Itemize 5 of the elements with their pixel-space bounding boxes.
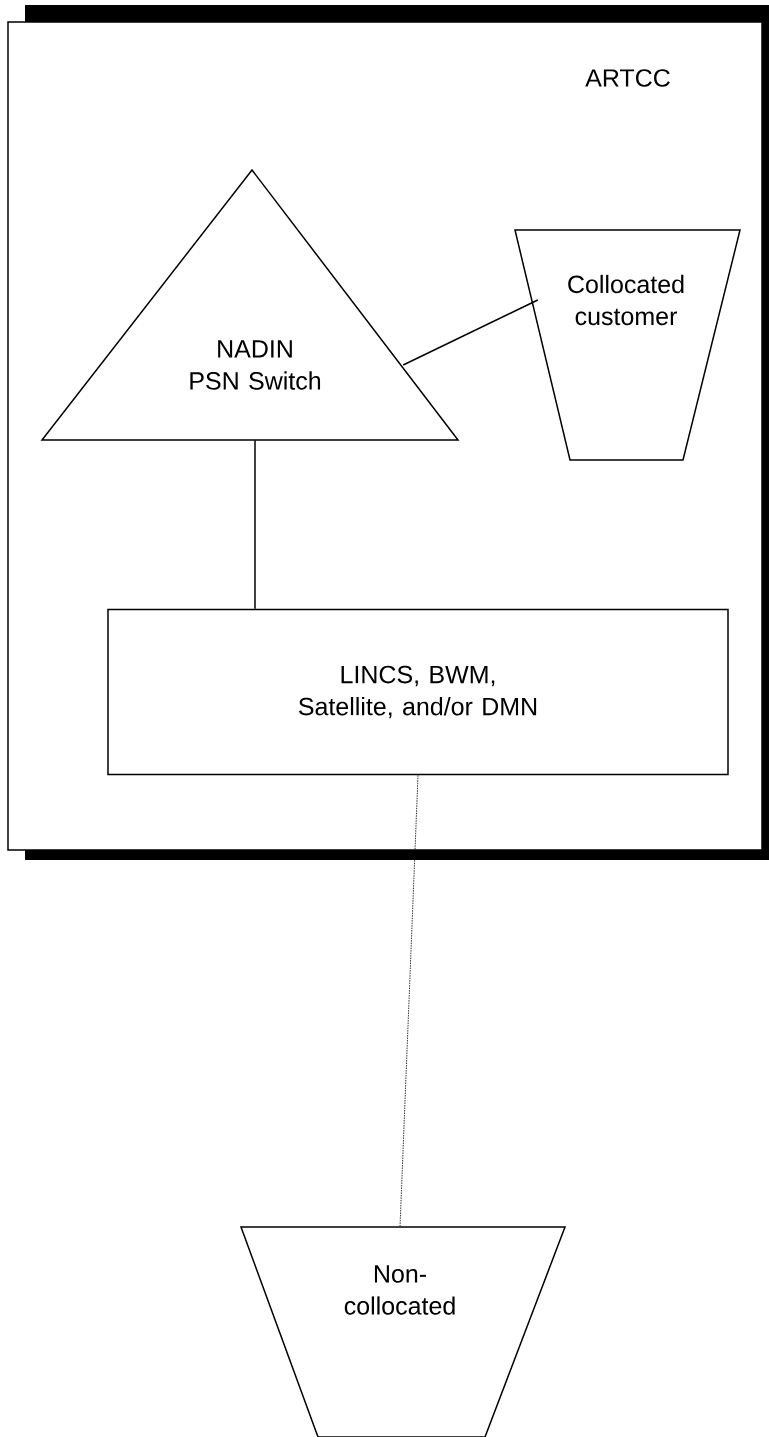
connector-line bbox=[402, 299, 539, 366]
network-box: LINCS, BWM, Satellite, and/or DMN bbox=[107, 608, 729, 776]
connector-line bbox=[254, 439, 256, 610]
customer-trapezoid: Collocated customer bbox=[514, 229, 741, 461]
connector-line bbox=[399, 774, 419, 1228]
